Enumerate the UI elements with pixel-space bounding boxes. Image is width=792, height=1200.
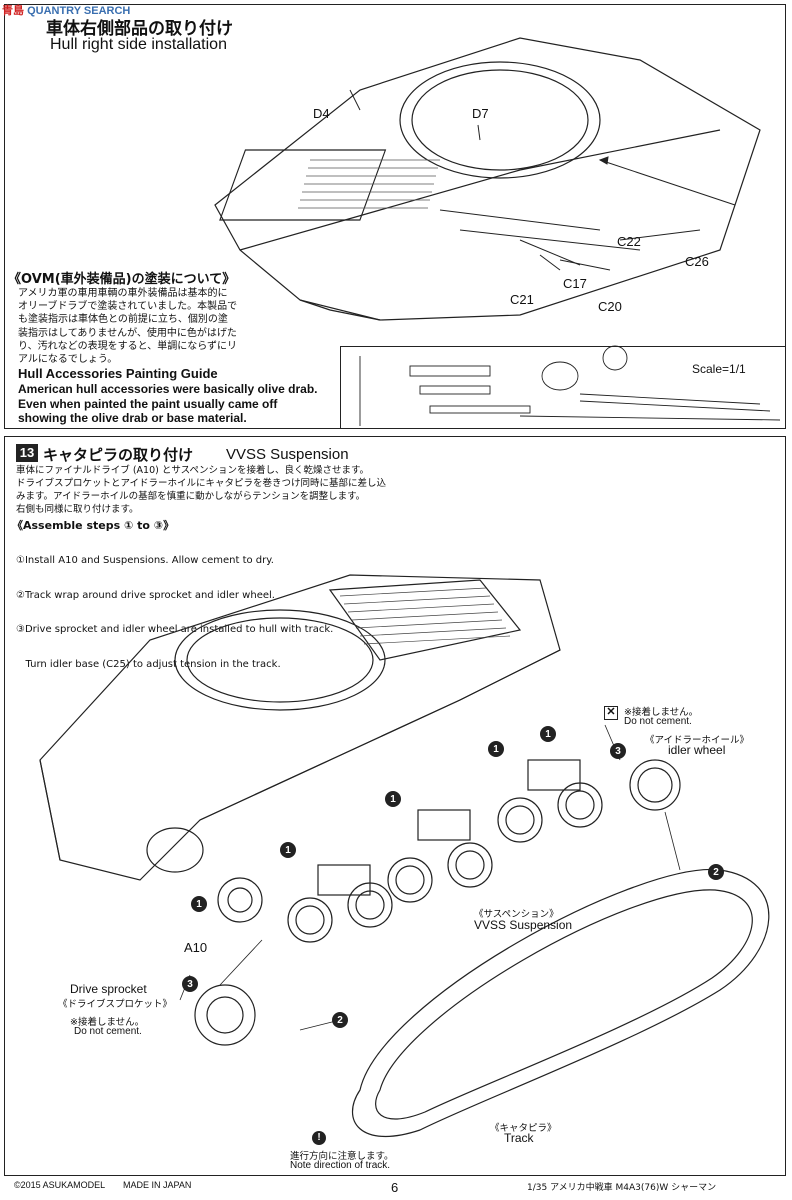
step13-jp-line: ドライブスプロケットとアイドラーホイルにキャタピラを巻きつけ同時に基部に差し込 <box>16 478 387 489</box>
step12-title-jp: 車体右側部品の取り付け <box>46 19 233 39</box>
step-item: Turn idler base (C25) to adjust tension … <box>16 658 281 670</box>
step12-title-en: Hull right side installation <box>50 36 227 53</box>
step-item: ①Install A10 and Suspensions. Allow ceme… <box>16 555 274 566</box>
sprocket-label-jp: 《ドライブスプロケット》 <box>58 999 173 1010</box>
step-badge-3: 3 <box>182 976 198 992</box>
warning-icon: ! <box>312 1131 326 1145</box>
steps-heading: 《Assemble steps ① to ③》 <box>12 519 175 532</box>
step-badge-2: 2 <box>332 1012 348 1028</box>
scale-diagram-box <box>340 346 786 429</box>
susp-label-en: VVSS Suspension <box>474 918 573 932</box>
part-c26: C26 <box>685 254 709 269</box>
step13-title-en: VVSS Suspension <box>226 446 349 463</box>
direction-jp: 進行方向に注意します。 <box>290 1151 394 1162</box>
step13-body-jp: 車体にファイナルドライブ (A10) とサスペンションを接着し、良く乾燥させます… <box>16 464 386 516</box>
steps-list: ①Install A10 and Suspensions. Allow ceme… <box>16 532 333 682</box>
footer-made-in: MADE IN JAPAN <box>123 1180 192 1190</box>
idler-label-en: idler wheel <box>668 743 726 757</box>
idler-label-jp: 《アイドラーホイール》 <box>645 735 750 746</box>
footer-page: 6 <box>391 1180 399 1195</box>
step-badge-1: 1 <box>191 896 207 912</box>
footer-product: 1/35 アメリカ中戦車 M4A3(76)W シャーマン <box>527 1183 717 1193</box>
watermark-cjk: 青島 <box>2 5 24 17</box>
track-label-jp: 《キャタピラ》 <box>490 1123 557 1134</box>
ovm-scale-drawing <box>359 345 781 426</box>
part-a10: A10 <box>184 940 208 955</box>
part-d7: D7 <box>472 106 489 121</box>
ovm-jp-line: も塗装指示は車体色との前提に立ち、個別の塗 <box>18 314 228 326</box>
watermark: 青島 QUANTRY SEARCH <box>2 2 130 18</box>
ovm-en-line: showing the olive drab or base material. <box>18 411 247 425</box>
ovm-jp-line: り、汚れなどの表現をすると、単調にならずにリ <box>18 340 237 352</box>
step-badge-2: 2 <box>708 864 724 880</box>
ovm-jp-line: オリーブドラブで塗装されていました。本製品で <box>18 301 238 313</box>
ovm-body-jp: アメリカ軍の車用車輌の車外装備品は基本的に オリーブドラブで塗装されていました。… <box>18 287 237 366</box>
watermark-text: QUANTRY SEARCH <box>27 5 131 17</box>
step-item: ②Track wrap around drive sprocket and id… <box>16 589 275 601</box>
ovm-body-en: American hull accessories were basically… <box>18 382 317 426</box>
susp-label-jp: 《サスペンション》 <box>474 909 559 920</box>
step-badge-1: 1 <box>540 726 556 742</box>
no-cement2-jp: ※接着しません。 <box>70 1017 145 1028</box>
part-c17: C17 <box>563 276 587 291</box>
ovm-jp-line: アルになるでしょう。 <box>18 354 118 366</box>
hull-right-drawing <box>214 37 761 321</box>
step-badge-3: 3 <box>610 743 626 759</box>
part-c22: C22 <box>617 234 641 249</box>
step-item: ③Drive sprocket and idler wheel are inst… <box>16 624 334 635</box>
footer-copyright: ©2015 ASUKAMODEL <box>14 1180 106 1190</box>
step-badge-1: 1 <box>385 791 401 807</box>
ovm-en-line: American hull accessories were basically… <box>18 382 318 396</box>
ovm-heading-jp: 《OVM(車外装備品)の塗装について》 <box>8 272 236 287</box>
ovm-heading-en: Hull Accessories Painting Guide <box>18 366 218 381</box>
no-cement-jp: ※接着しません。 <box>624 707 699 718</box>
step13-title-jp: キャタピラの取り付け <box>43 446 194 464</box>
no-cement-icon: ✕ <box>604 706 618 720</box>
sprocket-label-en: Drive sprocket <box>70 982 147 996</box>
part-c20: C20 <box>598 299 622 314</box>
step13-jp-line: 車体にファイナルドライブ (A10) とサスペンションを接着し、良く乾燥させます… <box>16 465 370 476</box>
ovm-en-line: Even when painted the paint usually came… <box>18 396 278 411</box>
no-cement2-en: Do not cement. <box>74 1026 142 1037</box>
step-badge-1: 1 <box>280 842 296 858</box>
scale-label: Scale=1/1 <box>692 362 746 376</box>
part-c21: C21 <box>510 292 534 307</box>
step13-jp-line: 右側も同様に取り付けます。 <box>16 504 139 515</box>
step12-panel <box>4 4 786 429</box>
step13-jp-line: みます。アイドラーホイルの基部を慎重に動かしながらテンションを調整します。 <box>16 491 366 502</box>
part-d4: D4 <box>313 106 330 121</box>
step-badge-1: 1 <box>488 741 504 757</box>
ovm-jp-line: 装指示はしてありませんが、使用中に色がはげた <box>18 327 237 339</box>
ovm-jp-line: アメリカ軍の車用車輌の車外装備品は基本的に <box>18 288 228 299</box>
step13-number: 13 <box>16 444 38 462</box>
no-cement-en: Do not cement. <box>624 716 692 727</box>
direction-en: Note direction of track. <box>290 1160 391 1171</box>
track-label-en: Track <box>504 1131 534 1145</box>
